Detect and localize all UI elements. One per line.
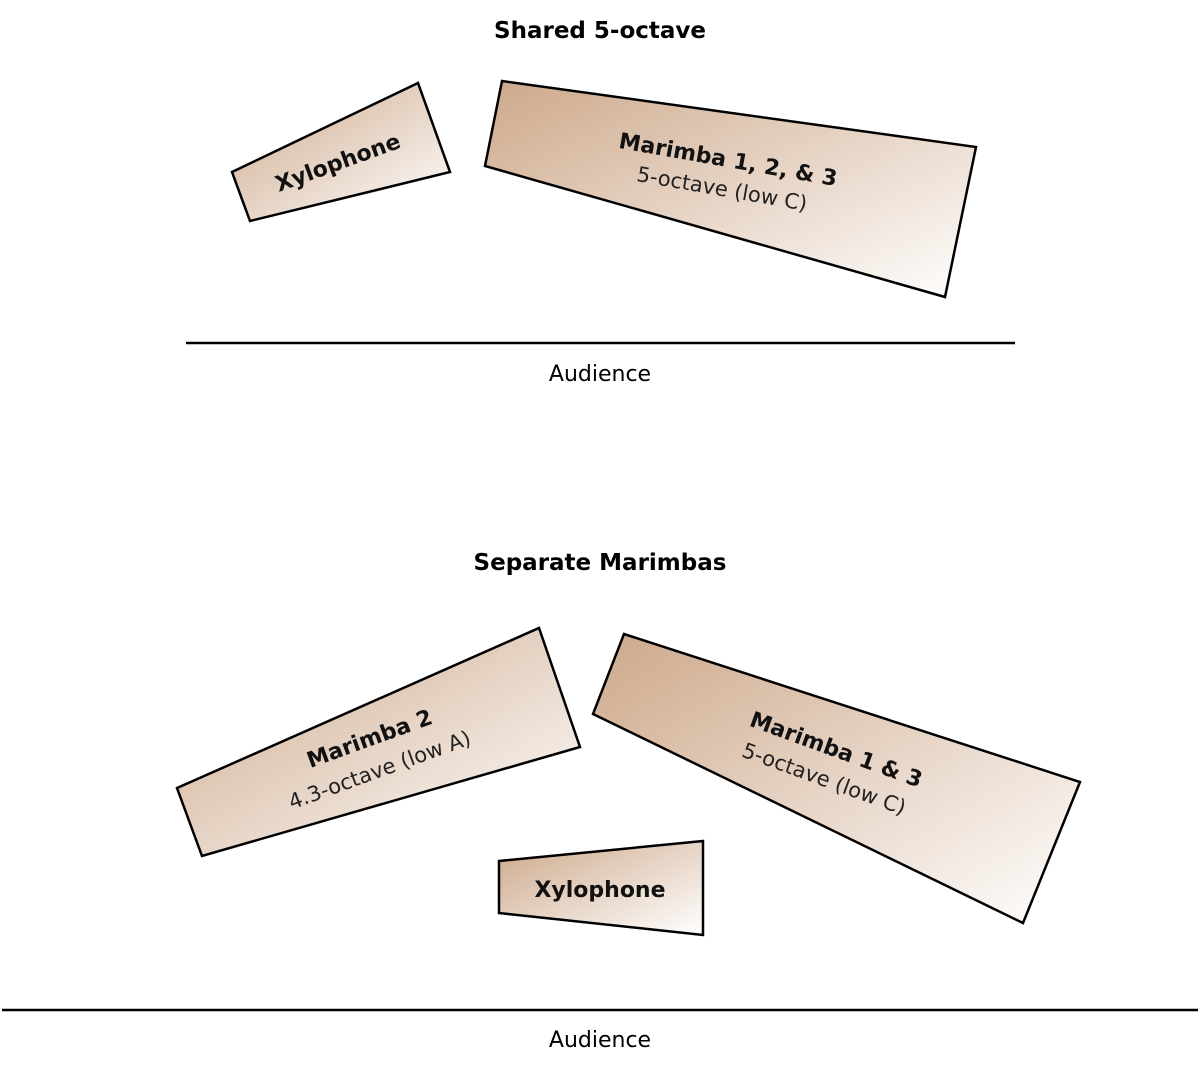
shared-audience-label: Audience [549, 362, 651, 387]
separate-xylophone-body [497, 839, 705, 937]
separate-marimba-1-3: Marimba 1 & 3 5-octave (low C) [591, 632, 1082, 925]
shared-marimba: Marimba 1, 2, & 3 5-octave (low C) [483, 79, 978, 299]
shared-marimba-body [483, 79, 978, 299]
separate-xylophone: Xylophone [497, 839, 705, 937]
shared-xylophone-body [230, 81, 452, 223]
separate-marimba-2: Marimba 2 4.3-octave (low A) [175, 626, 582, 858]
separate-setup: Separate Marimbas Marimba 2 4.3-octave (… [2, 550, 1198, 1053]
separate-audience-label: Audience [549, 1028, 651, 1053]
shared-setup: Shared 5-octave Xylophone Marimba 1, 2, … [186, 18, 1015, 387]
shared-setup-title: Shared 5-octave [494, 18, 706, 44]
separate-marimba-2-body [175, 626, 582, 858]
separate-xylophone-label: Xylophone [534, 878, 665, 903]
separate-setup-title: Separate Marimbas [474, 550, 727, 576]
shared-xylophone: Xylophone [230, 81, 452, 223]
separate-marimba-1-3-body [591, 632, 1082, 925]
